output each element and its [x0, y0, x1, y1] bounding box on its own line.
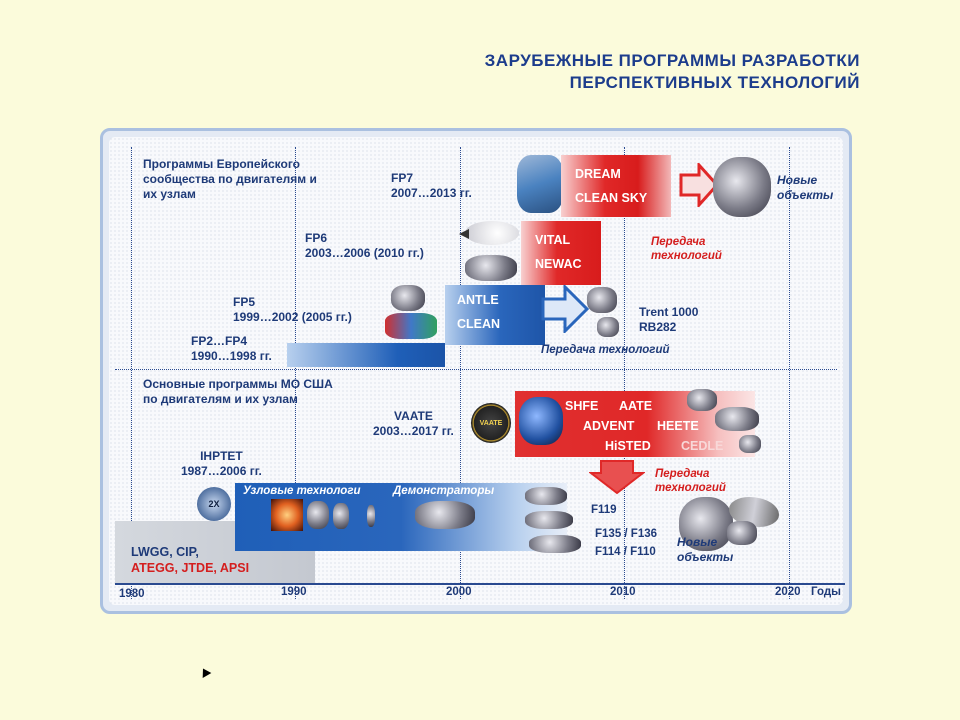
ihptet-logo: 2X: [197, 487, 231, 521]
dream-cleansky-block: [561, 155, 671, 217]
program-histed: HiSTED: [605, 439, 651, 453]
clean-label: CLEAN: [457, 317, 501, 331]
new-engine-image-1: [713, 157, 771, 217]
time-axis: [115, 583, 845, 585]
new-engine-image-3: [727, 521, 757, 545]
demonstrator-image: [415, 501, 475, 529]
vaate-logo: VAATE: [471, 403, 511, 443]
tick-2010: 2010: [610, 586, 636, 598]
new-objects-label-2: Новые объекты: [677, 535, 734, 564]
component-tech-label: Узловые технологи: [243, 485, 361, 497]
transfer-label-2: Передача технологий: [651, 236, 722, 262]
component-image-4: [367, 505, 375, 527]
pointer-icon: [198, 666, 212, 678]
section-divider: [115, 369, 837, 370]
vaate-label: VAATE 2003…2017 гг.: [373, 409, 454, 438]
program-advent: ADVENT: [583, 419, 635, 433]
dream-label: DREAM: [575, 167, 621, 181]
title-line-1: ЗАРУБЕЖНЫЕ ПРОГРАММЫ РАЗРАБОТКИ: [484, 51, 860, 70]
f114-engine-image: [529, 535, 581, 553]
axis-unit-label: Годы: [811, 586, 841, 598]
europe-heading: Программы Европейского сообщества по дви…: [143, 157, 317, 201]
grid-line-2010: [624, 147, 625, 599]
trent-label: Trent 1000 RB282: [639, 305, 699, 334]
tick-1980: 1980: [119, 588, 145, 600]
f135-label: F135 / F136: [595, 528, 658, 540]
fp6-nacelle-image: [465, 221, 519, 245]
program-shfe: SHFE: [565, 399, 599, 413]
vital-label: VITAL: [535, 233, 571, 247]
tick-1990: 1990: [281, 586, 307, 598]
ategg-label: ATEGG, JTDE, APSI: [131, 561, 250, 575]
grid-line-2000: [460, 147, 461, 599]
vaate-engine-image-1: [687, 389, 717, 411]
fp2-fp4-bar: [287, 343, 445, 367]
fp5-label: FP5 1999…2002 (2005 гг.): [233, 295, 352, 324]
program-cedle: CEDLE: [681, 439, 724, 453]
component-image-2: [307, 501, 329, 529]
clean-sky-label: CLEAN SKY: [575, 191, 648, 205]
vaate-engine-image-3: [739, 435, 761, 453]
vaate-engine-image-2: [715, 407, 759, 431]
lwgg-label: LWGG, CIP,: [131, 545, 199, 559]
f114-label: F114 / F110: [595, 546, 656, 558]
fp5-simulation-image: [385, 313, 437, 339]
fp6-engine-image: [465, 255, 517, 281]
arrow-down-icon: [589, 460, 645, 495]
grid-line-2020: [789, 147, 790, 599]
trent-engine-image: [587, 287, 617, 313]
program-heete: HEETE: [657, 419, 699, 433]
timeline-canvas: Программы Европейского сообщества по дви…: [109, 137, 845, 605]
grid-line-1980: [131, 147, 132, 599]
usa-transfer-label: Передача технологий: [655, 468, 726, 494]
component-image-1: [271, 499, 303, 531]
fp5-engine-image: [391, 285, 425, 311]
arrow-red-icon: [679, 163, 719, 207]
newac-label: NEWAC: [535, 257, 582, 271]
vaate-component-image: [519, 397, 563, 445]
page-title: ЗАРУБЕЖНЫЕ ПРОГРАММЫ РАЗРАБОТКИ ПЕРСПЕКТ…: [485, 50, 860, 94]
fp6-pointer-icon: [459, 229, 469, 239]
usa-heading: Основные программы МО США по двигателям …: [143, 377, 333, 406]
timeline-panel: Программы Европейского сообщества по дви…: [100, 128, 852, 614]
demonstrators-label: Демонстраторы: [393, 485, 495, 497]
f119-engine-image: [525, 487, 567, 505]
fp6-label: FP6 2003…2006 (2010 гг.): [305, 231, 424, 260]
grid-line-1990: [295, 147, 296, 599]
tick-2020: 2020: [775, 586, 801, 598]
tick-2000: 2000: [446, 586, 472, 598]
rb282-engine-image: [597, 317, 619, 337]
f135-engine-image: [525, 511, 573, 529]
f119-label: F119: [591, 504, 617, 516]
fp7-label: FP7 2007…2013 гг.: [391, 171, 472, 200]
transfer-label-1: Передача технологий: [541, 344, 670, 356]
new-objects-label-1: Новые объекты: [777, 173, 834, 202]
vital-newac-block: [521, 221, 601, 285]
fp2-fp4-label: FP2…FP4 1990…1998 гг.: [191, 334, 272, 363]
arrow-blue-icon: [541, 285, 589, 333]
ihptet-label: IHPTET 1987…2006 гг.: [181, 449, 262, 478]
antle-label: ANTLE: [457, 293, 499, 307]
component-image-3: [333, 503, 349, 529]
new-engine-image-2: [679, 497, 733, 551]
title-line-2: ПЕРСПЕКТИВНЫХ ТЕХНОЛОГИЙ: [569, 73, 860, 92]
program-aate: AATE: [619, 399, 653, 413]
antle-clean-block: [445, 285, 545, 345]
fp7-engine-image: [517, 155, 563, 213]
